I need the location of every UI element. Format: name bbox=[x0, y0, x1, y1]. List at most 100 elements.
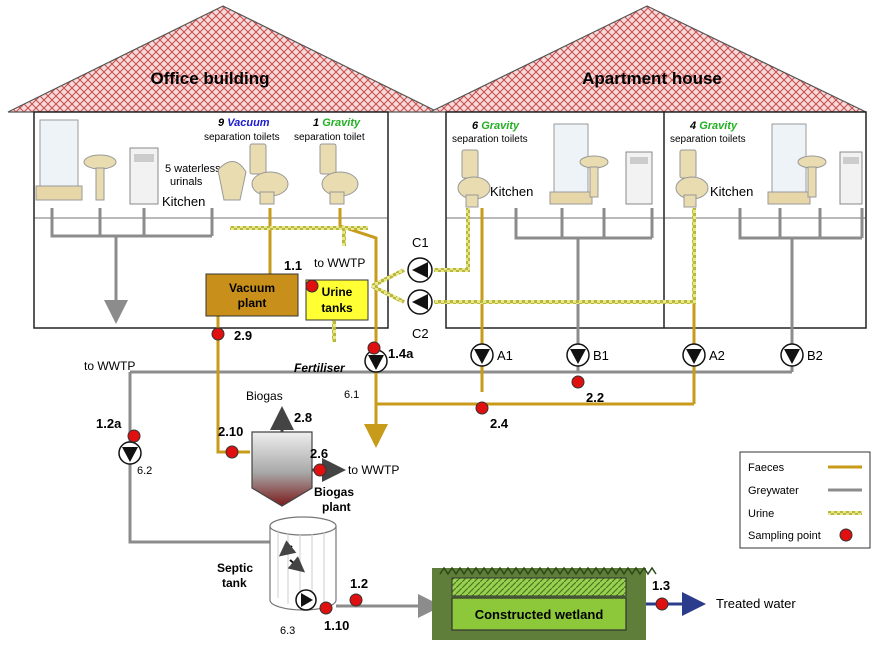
apt-left-kitchen-label: Kitchen bbox=[490, 184, 533, 199]
sp-label-2-4: 2.4 bbox=[490, 416, 509, 431]
sampling-point-2-4 bbox=[475, 401, 489, 415]
pump-b1 bbox=[566, 343, 590, 367]
legend-sampling-swatch bbox=[839, 528, 853, 542]
urinal-icon bbox=[217, 161, 247, 201]
pump-6-2 bbox=[118, 441, 142, 465]
sampling-point-1-10 bbox=[319, 601, 333, 615]
sp-label-1-3: 1.3 bbox=[652, 578, 670, 593]
pump-a2 bbox=[682, 343, 706, 367]
sampling-point-1-1 bbox=[305, 279, 319, 293]
biogas-label: Biogas bbox=[246, 389, 283, 403]
pump-c2-label: C2 bbox=[412, 326, 429, 341]
septic-tank-label-1: Septic bbox=[217, 561, 253, 575]
apt-left-toilet-icon bbox=[457, 149, 491, 208]
apt-left-caption: separation toilets bbox=[452, 134, 528, 145]
sp-label-2-6: 2.6 bbox=[310, 446, 328, 461]
apt-right-basin-icon bbox=[797, 155, 827, 198]
urine-tanks-label-2: tanks bbox=[321, 301, 353, 315]
shower-icon bbox=[35, 119, 83, 201]
office-vacuum-caption: separation toilets bbox=[204, 132, 280, 143]
office-gravity-heading: 1 Gravity bbox=[313, 117, 361, 129]
biogas-plant-label-2: plant bbox=[322, 500, 351, 514]
greywater-pipes bbox=[50, 208, 864, 618]
pump-b1-label: B1 bbox=[593, 348, 609, 363]
pump-b2-label: B2 bbox=[807, 348, 823, 363]
legend-sampling-label: Sampling point bbox=[748, 530, 821, 542]
apt-left-basin-icon bbox=[579, 155, 609, 198]
grey-to-wwtp-label: to WWTP bbox=[84, 359, 135, 373]
pump-a2-label: A2 bbox=[709, 348, 725, 363]
septic-tank-label-2: tank bbox=[222, 576, 247, 590]
sp-label-1-1: 1.1 bbox=[284, 258, 302, 273]
urine-to-wwtp-label: to WWTP bbox=[314, 256, 365, 270]
sp-label-2-2: 2.2 bbox=[586, 390, 604, 405]
sampling-point-1-3 bbox=[655, 597, 669, 611]
sp-label-2-10: 2.10 bbox=[218, 424, 243, 439]
faeces-pipes bbox=[216, 208, 696, 454]
septic-flow-arrow-1 bbox=[278, 540, 297, 557]
washbasin-icon bbox=[83, 154, 117, 201]
apt-right-toilet-icon bbox=[675, 149, 709, 208]
washing-machine-icon bbox=[129, 147, 159, 205]
sp-label-1-10: 1.10 bbox=[324, 618, 349, 633]
sp-label-2-9: 2.9 bbox=[234, 328, 252, 343]
biogas-plant-label-1: Biogas bbox=[314, 485, 354, 499]
sp-label-1-2: 1.2 bbox=[350, 576, 368, 591]
urine-tanks-label-1: Urine bbox=[322, 285, 353, 299]
vacuum-plant-label-2: plant bbox=[238, 296, 267, 310]
legend-faeces-label: Faeces bbox=[748, 462, 785, 474]
biogas-digester bbox=[251, 431, 313, 507]
sampling-point-2-10 bbox=[225, 445, 239, 459]
legend-greywater-label: Greywater bbox=[748, 485, 799, 497]
pump-6-3-label: 6.3 bbox=[280, 625, 295, 637]
fertiliser-label: Fertiliser bbox=[294, 361, 346, 375]
office-urinals-label-1: 5 waterless bbox=[165, 163, 221, 175]
apartment-house-title: Apartment house bbox=[582, 69, 722, 88]
office-building-title: Office building bbox=[151, 69, 270, 88]
apt-left-washer-icon bbox=[625, 151, 653, 205]
treated-water-label: Treated water bbox=[716, 596, 796, 611]
apt-right-kitchen-label: Kitchen bbox=[710, 184, 753, 199]
wetland-label: Constructed wetland bbox=[475, 607, 604, 622]
apt-left-heading: 6 Gravity bbox=[472, 120, 520, 132]
sp-label-1-2a: 1.2a bbox=[96, 416, 122, 431]
pump-6-3 bbox=[295, 589, 317, 611]
pump-c2 bbox=[407, 289, 433, 315]
legend-urine-label: Urine bbox=[748, 508, 774, 520]
apartment-roof bbox=[429, 5, 867, 113]
sampling-point-1-2a bbox=[127, 429, 141, 443]
vacuum-plant-box bbox=[205, 273, 299, 317]
sampling-point-2-9 bbox=[211, 327, 225, 341]
septic-flow-arrow-2 bbox=[287, 556, 306, 573]
office-roof bbox=[7, 5, 439, 113]
pump-c1 bbox=[407, 257, 433, 283]
sampling-points bbox=[127, 279, 669, 615]
sampling-point-2-2 bbox=[571, 375, 585, 389]
wetland-box bbox=[451, 597, 627, 631]
pump-6-2-label: 6.2 bbox=[137, 465, 152, 477]
apt-right-heading: 4 Gravity bbox=[689, 120, 738, 132]
sampling-point-1-4a bbox=[367, 341, 381, 355]
sampling-point-2-6 bbox=[313, 463, 327, 477]
wetland-grass bbox=[439, 566, 657, 576]
pump-6-1 bbox=[364, 349, 388, 373]
office-urinals-label-2: urinals bbox=[170, 176, 203, 188]
gravity-toilet-icon bbox=[319, 143, 359, 205]
office-vacuum-heading: 9 Vacuum bbox=[218, 117, 270, 129]
legend: Faeces Greywater Urine Sampling point bbox=[739, 451, 871, 549]
sp-label-2-8: 2.8 bbox=[294, 410, 312, 425]
pump-a1 bbox=[470, 343, 494, 367]
office-gravity-caption: separation toilet bbox=[294, 132, 365, 143]
biogas-to-wwtp-label: to WWTP bbox=[348, 463, 399, 477]
sampling-point-1-2 bbox=[349, 593, 363, 607]
pump-c1-label: C1 bbox=[412, 235, 429, 250]
vacuum-toilet-icon bbox=[249, 143, 289, 205]
wetland-bed-top bbox=[451, 577, 627, 597]
vacuum-plant-label-1: Vacuum bbox=[229, 281, 275, 295]
office-kitchen-label: Kitchen bbox=[162, 194, 205, 209]
apt-right-washer-icon bbox=[839, 151, 863, 205]
urine-pipes bbox=[230, 208, 696, 342]
apt-right-caption: separation toilets bbox=[670, 134, 746, 145]
